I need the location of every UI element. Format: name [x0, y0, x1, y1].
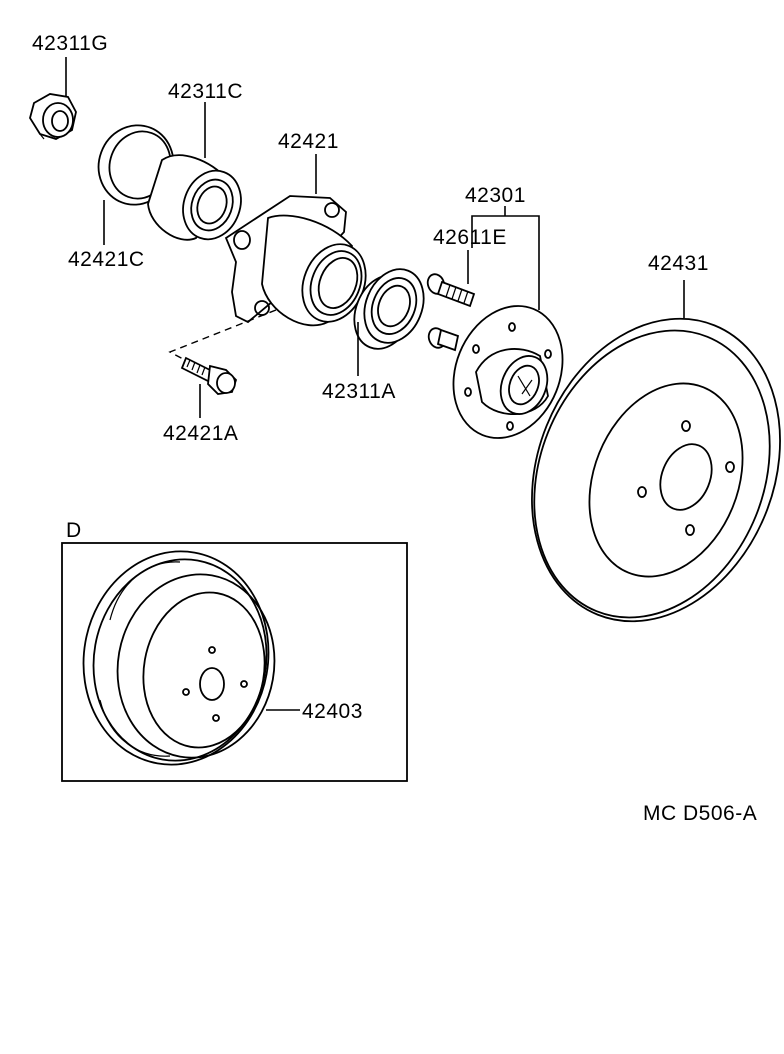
- hub-bolt-42611E: [426, 273, 476, 352]
- bearing-42311C: [147, 154, 242, 241]
- label-42311A: 42311A: [322, 380, 396, 403]
- carrier-42421: [224, 195, 367, 327]
- label-42421: 42421: [278, 130, 339, 153]
- lock-nut-42311G: [29, 93, 77, 140]
- axle-hub-42301: [452, 305, 564, 439]
- label-42311G: 42311G: [32, 32, 108, 55]
- brake-disc-42431: [531, 317, 781, 623]
- brake-drum-42403: [82, 550, 276, 766]
- label-42403: 42403: [302, 700, 363, 723]
- inset-label-D: D: [66, 519, 82, 542]
- bolt-42421A: [180, 356, 238, 395]
- label-42421C: 42421C: [68, 248, 145, 271]
- label-42301: 42301: [465, 184, 526, 207]
- bearing-42311A: [353, 268, 425, 350]
- label-42311C: 42311C: [168, 80, 243, 103]
- label-42421A: 42421A: [163, 422, 238, 445]
- inset-frame-D: [61, 542, 408, 782]
- label-42611E: 42611E: [433, 226, 507, 249]
- diagram-code: MC D506-A: [643, 802, 757, 825]
- label-42431: 42431: [648, 252, 709, 275]
